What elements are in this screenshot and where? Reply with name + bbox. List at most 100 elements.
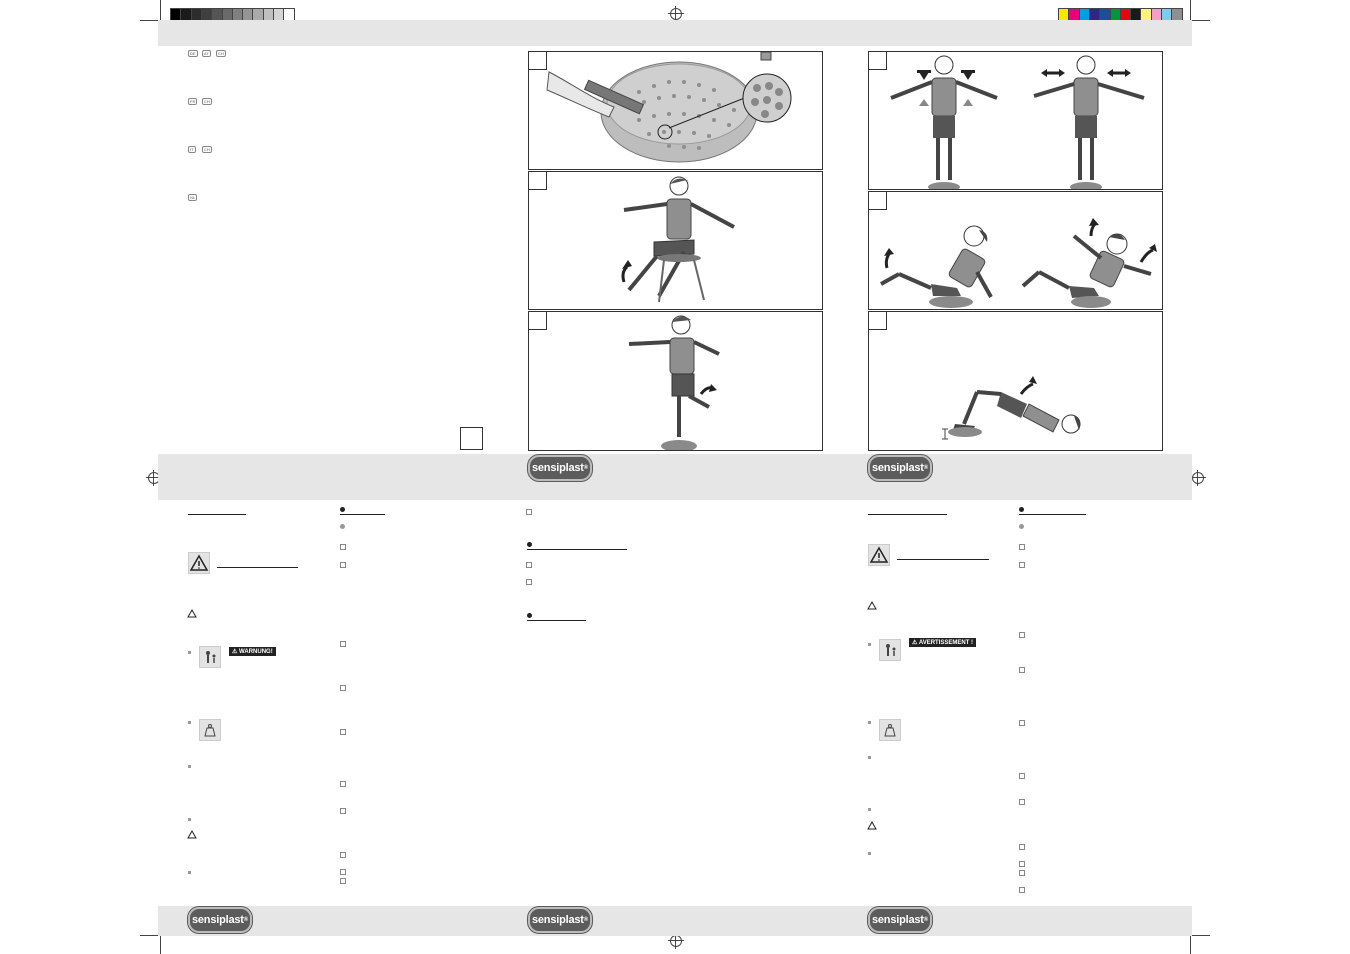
checkbox-mark	[1019, 861, 1025, 867]
warning-triangle-icon	[867, 820, 877, 830]
heading-rule	[217, 567, 298, 568]
list-bullet	[188, 721, 191, 724]
checkbox-mark	[1019, 799, 1025, 805]
checkbox-mark	[340, 562, 346, 568]
section-dot	[1019, 507, 1024, 512]
list-bullet	[868, 808, 871, 811]
crop-mark	[160, 935, 161, 954]
checkbox-mark	[340, 852, 346, 858]
brand-logo-text: sensiplast	[871, 914, 924, 926]
brand-logo: sensiplast®	[868, 907, 932, 933]
brand-logo: sensiplast®	[188, 907, 252, 933]
figure-d-standing-arms	[868, 51, 1163, 190]
list-bullet	[868, 756, 871, 759]
section-dot	[1019, 524, 1024, 529]
middle-band	[158, 454, 1192, 500]
checkbox-mark	[526, 579, 532, 585]
checkbox-mark	[1019, 632, 1025, 638]
two-standing-people-illustration	[890, 55, 1145, 189]
crop-mark	[1190, 935, 1210, 936]
checkbox-mark	[340, 808, 346, 814]
checkbox-mark	[1019, 773, 1025, 779]
heading-rule	[527, 620, 586, 621]
list-bullet	[188, 818, 191, 821]
warning-badge-text: AVERTISSEMENT !	[918, 640, 974, 646]
figure-c-standing-balance	[528, 311, 823, 451]
weight-icon	[879, 719, 901, 741]
flag-nl: NL	[188, 194, 198, 201]
checkbox-mark	[1019, 844, 1025, 850]
child-hazard-icon	[879, 639, 901, 661]
heading-rule	[527, 549, 627, 550]
heading-rule	[1019, 514, 1086, 515]
checkbox-mark	[340, 869, 346, 875]
checkbox-mark	[1019, 667, 1025, 673]
heading-rule	[188, 514, 246, 515]
bottom-band	[158, 906, 1192, 936]
figure-e-seated-core	[868, 191, 1163, 310]
figure-label-box	[529, 312, 547, 330]
warning-triangle-icon	[867, 600, 877, 610]
registration-mark-icon	[1190, 470, 1206, 486]
checkbox-mark	[340, 544, 346, 550]
one-leg-stand-illustration	[628, 315, 720, 450]
warning-badge-text: WARNUNG!	[239, 649, 273, 655]
list-bullet	[868, 721, 871, 724]
figure-label-box	[529, 52, 547, 70]
checkbox-mark	[340, 729, 346, 735]
checkbox-mark	[1019, 544, 1025, 550]
heading-rule	[868, 514, 947, 515]
section-dot	[527, 613, 532, 618]
flag-ch: CH	[202, 98, 212, 105]
two-sitting-people-illustration	[880, 218, 1157, 308]
figure-a-inflation	[528, 51, 823, 170]
list-bullet	[188, 765, 191, 768]
top-band	[158, 20, 1192, 46]
checkbox-mark	[1019, 720, 1025, 726]
flag-ch: CH	[216, 50, 226, 57]
warning-badge: ⚠ AVERTISSEMENT !	[909, 638, 977, 647]
heading-rule	[897, 559, 989, 560]
flag-at: AT	[202, 50, 211, 57]
weight-icon	[199, 719, 221, 741]
flag-fr: FR	[188, 98, 198, 105]
list-bullet	[868, 852, 871, 855]
list-bullet	[188, 651, 191, 654]
seated-person-illustration	[621, 176, 735, 303]
heading-rule	[340, 514, 385, 515]
checkbox-mark	[1019, 562, 1025, 568]
warning-triangle-icon	[868, 544, 890, 566]
checkbox-mark	[1019, 887, 1025, 893]
brand-logo: sensiplast®	[868, 455, 932, 481]
flag-ch: CH	[202, 146, 212, 153]
checkbox-mark	[340, 685, 346, 691]
child-hazard-icon	[199, 646, 221, 668]
flag-de: DE	[188, 50, 198, 57]
figure-label-box	[529, 172, 547, 190]
crop-mark	[1190, 0, 1191, 20]
checkbox-mark	[340, 781, 346, 787]
checkbox-mark	[526, 509, 532, 515]
brand-logo-text: sensiplast	[191, 914, 244, 926]
crop-mark	[1190, 20, 1210, 21]
brand-logo-text: sensiplast	[871, 462, 924, 474]
cushion-pump-illustration	[546, 52, 792, 163]
registration-mark-icon	[668, 6, 684, 22]
brand-logo-text: sensiplast	[531, 914, 584, 926]
warning-triangle-icon	[187, 608, 197, 618]
list-bullet	[868, 643, 871, 646]
section-dot	[340, 524, 345, 529]
page-number-box	[460, 427, 483, 450]
crop-mark	[140, 20, 160, 21]
brand-logo: sensiplast®	[528, 455, 592, 481]
crop-mark	[140, 935, 160, 936]
checkbox-mark	[340, 878, 346, 884]
section-dot	[340, 507, 345, 512]
bridge-exercise-illustration	[942, 376, 1081, 440]
section-dot	[527, 542, 532, 547]
brand-logo: sensiplast®	[528, 907, 592, 933]
checkbox-mark	[1019, 870, 1025, 876]
figure-b-seated-exercise	[528, 171, 823, 310]
figure-label-box	[869, 192, 887, 210]
warning-badge: ⚠ WARNUNG!	[229, 647, 276, 656]
